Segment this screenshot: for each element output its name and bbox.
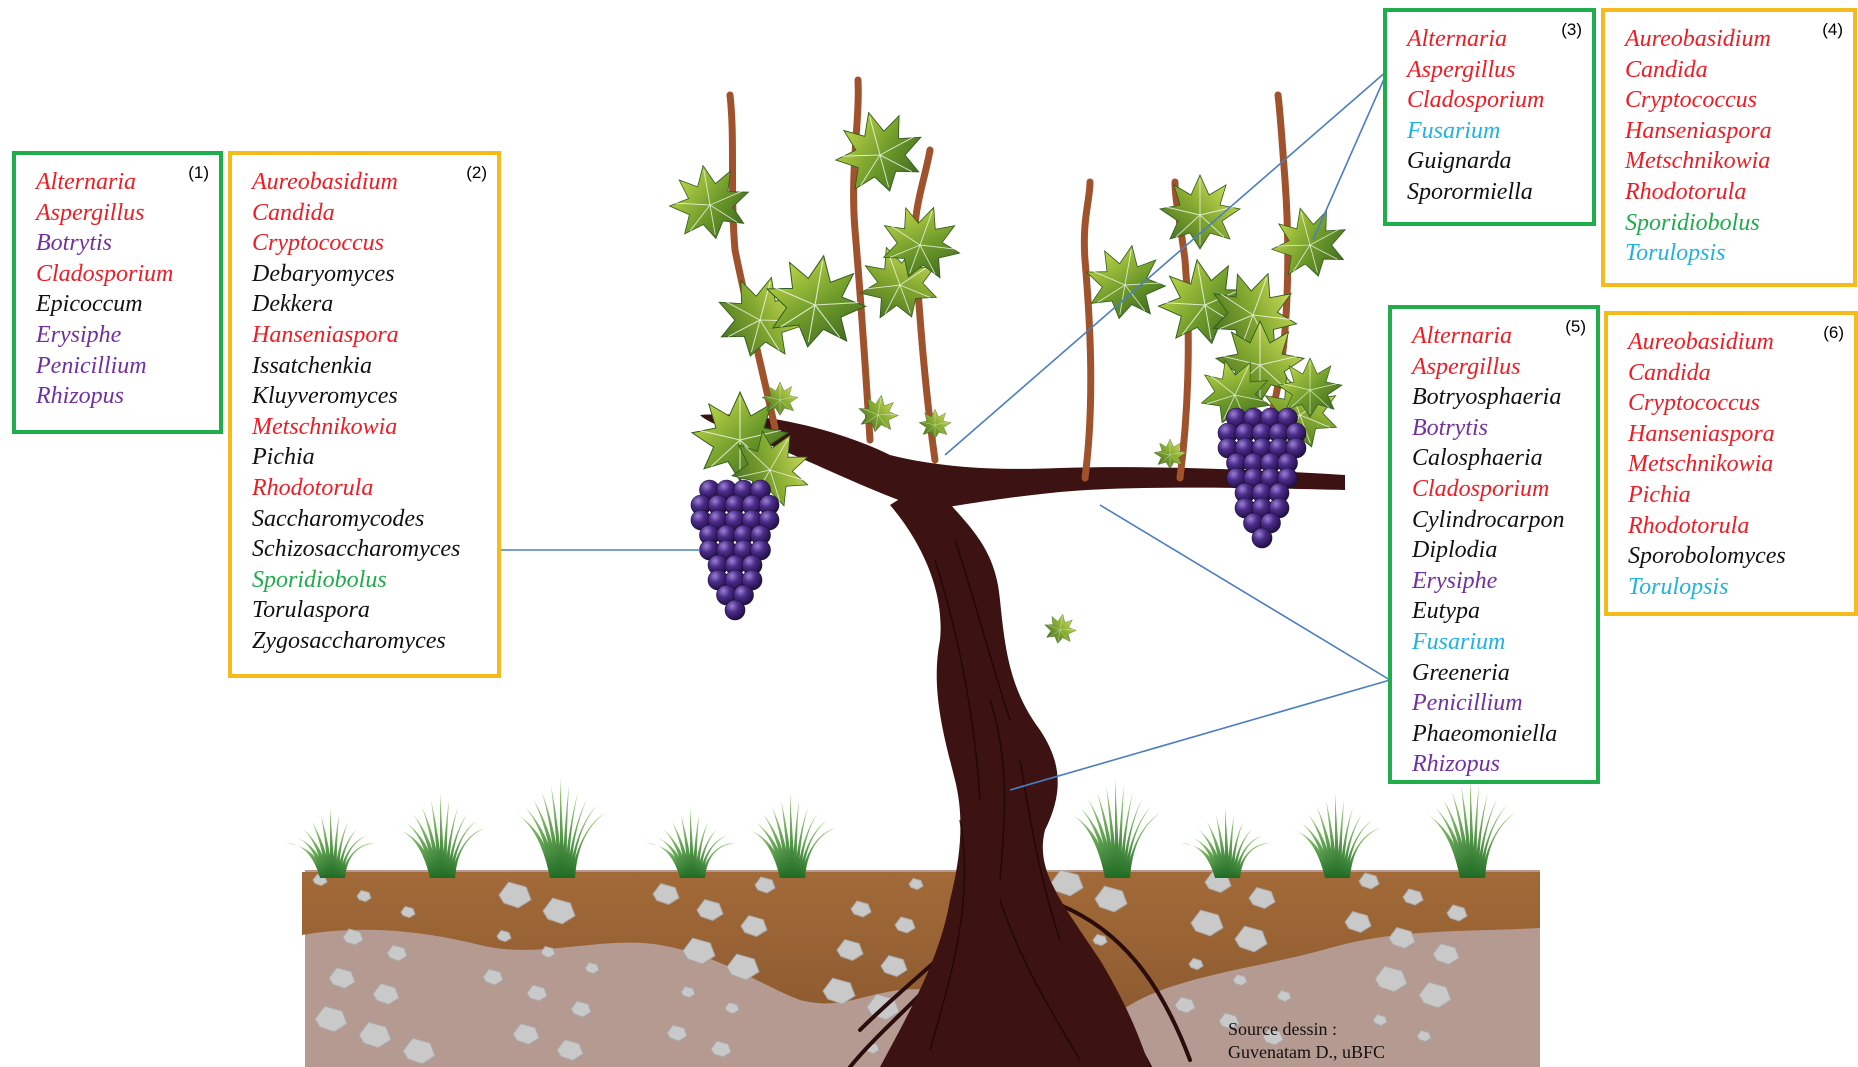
- genus-item: Sporidiobolus: [252, 566, 387, 593]
- genus-item: Metschnikowia: [1628, 451, 1774, 478]
- box-number: (4): [1822, 20, 1843, 39]
- genus-item: Dekkera: [252, 291, 334, 318]
- genus-item: Fusarium: [1407, 117, 1501, 144]
- box-number: (2): [466, 163, 487, 182]
- genus-item: Cryptococcus: [1628, 390, 1760, 417]
- genus-item: Aureobasidium: [252, 169, 398, 195]
- trunk: [700, 414, 1345, 1067]
- connector-lines: [500, 69, 1391, 791]
- genus-item: Sporormiella: [1407, 178, 1533, 205]
- genus-item: Kluyveromyces: [252, 383, 398, 410]
- soil-stones: [312, 869, 1468, 1065]
- genus-item: Rhodotorula: [252, 474, 374, 501]
- genus-item: Torulopsis: [1625, 240, 1726, 267]
- vine-leaves: [668, 111, 1347, 644]
- genus-item: Sporobolomyces: [1628, 543, 1786, 570]
- genus-item: Botrytis: [1412, 414, 1488, 441]
- genus-item: Penicillium: [1412, 690, 1523, 717]
- connector-box3-leaf: [1312, 69, 1389, 241]
- genus-item: Phaeomoniella: [1412, 720, 1558, 747]
- genus-item: Greeneria: [1412, 659, 1510, 686]
- genus-item: Metschnikowia: [1625, 148, 1771, 175]
- genus-item: Calosphaeria: [1412, 445, 1543, 472]
- genus-item: Saccharomycodes: [252, 505, 425, 532]
- genus-item: Rhizopus: [36, 383, 125, 410]
- genus-item: Alternaria: [1412, 323, 1512, 349]
- genus-item: Metschnikowia: [252, 413, 398, 440]
- genus-item: Erysiphe: [36, 321, 122, 348]
- genus-item: Cladosporium: [1412, 475, 1550, 502]
- genus-item: Candida: [1625, 56, 1708, 83]
- genus-item: Cryptococcus: [1625, 87, 1757, 114]
- genus-item: Candida: [1628, 359, 1711, 386]
- connector-box5-arm: [1099, 504, 1391, 681]
- genus-item: Aspergillus: [1407, 56, 1516, 83]
- genus-item: Hanseniaspora: [1628, 420, 1775, 447]
- genus-item: Erysiphe: [1412, 567, 1498, 594]
- genus-item: Torulopsis: [1628, 573, 1729, 600]
- grape-clusters: [690, 407, 1307, 621]
- genus-item: Penicillium: [36, 352, 147, 379]
- genus-item: Guignarda: [1407, 148, 1512, 175]
- genus-item: Eutypa: [1412, 598, 1480, 625]
- genus-item: Issatchenkia: [252, 352, 372, 379]
- genus-item: Aspergillus: [36, 199, 145, 226]
- genus-item: Alternaria: [1407, 26, 1507, 52]
- box-number: (5): [1565, 317, 1586, 336]
- box-number: (1): [188, 163, 209, 182]
- genus-item: Rhodotorula: [1628, 512, 1750, 539]
- genus-item: Aureobasidium: [1628, 329, 1774, 355]
- genus-item: Alternaria: [36, 169, 136, 195]
- credit-line-2: Guvenatam D., uBFC: [1228, 1042, 1385, 1062]
- credit-line-1: Source dessin :: [1228, 1019, 1337, 1039]
- connector-box3-cane: [944, 69, 1389, 456]
- genus-item: Pichia: [1628, 481, 1691, 508]
- box-number: (6): [1823, 323, 1844, 342]
- genus-item: Rhodotorula: [1625, 178, 1747, 205]
- genus-item: Candida: [252, 199, 335, 226]
- genus-item: Botrytis: [36, 230, 112, 257]
- genus-item: Rhizopus: [1412, 751, 1501, 778]
- genus-item: Diplodia: [1412, 537, 1498, 564]
- topsoil-layer: [302, 872, 1540, 1025]
- genus-item: Hanseniaspora: [1625, 117, 1772, 144]
- genus-item: Fusarium: [1412, 628, 1506, 655]
- soil: [302, 869, 1540, 1067]
- genus-item: Epicoccum: [36, 291, 143, 318]
- genus-item: Aspergillus: [1412, 353, 1521, 380]
- genus-item: Botryosphaeria: [1412, 384, 1562, 411]
- source-credit: Source dessin : Guvenatam D., uBFC: [1228, 1018, 1385, 1064]
- genus-item: Cladosporium: [1407, 87, 1545, 114]
- genus-item: Cylindrocarpon: [1412, 506, 1565, 533]
- genus-item: Torulaspora: [252, 597, 370, 624]
- box-number: (3): [1561, 20, 1582, 39]
- genus-item: Cryptococcus: [252, 230, 384, 257]
- genus-item: Schizosaccharomyces: [252, 536, 461, 563]
- genus-item: Zygosaccharomyces: [252, 627, 446, 654]
- genus-item: Aureobasidium: [1625, 26, 1771, 52]
- genus-item: Hanseniaspora: [252, 321, 399, 348]
- connector-box5-trunk: [1009, 679, 1391, 791]
- genus-item: Cladosporium: [36, 260, 174, 287]
- grass-tufts: [285, 778, 1515, 878]
- genus-item: Pichia: [252, 444, 315, 471]
- genus-item: Sporidiobolus: [1625, 209, 1760, 236]
- genus-item: Debaryomyces: [252, 260, 395, 287]
